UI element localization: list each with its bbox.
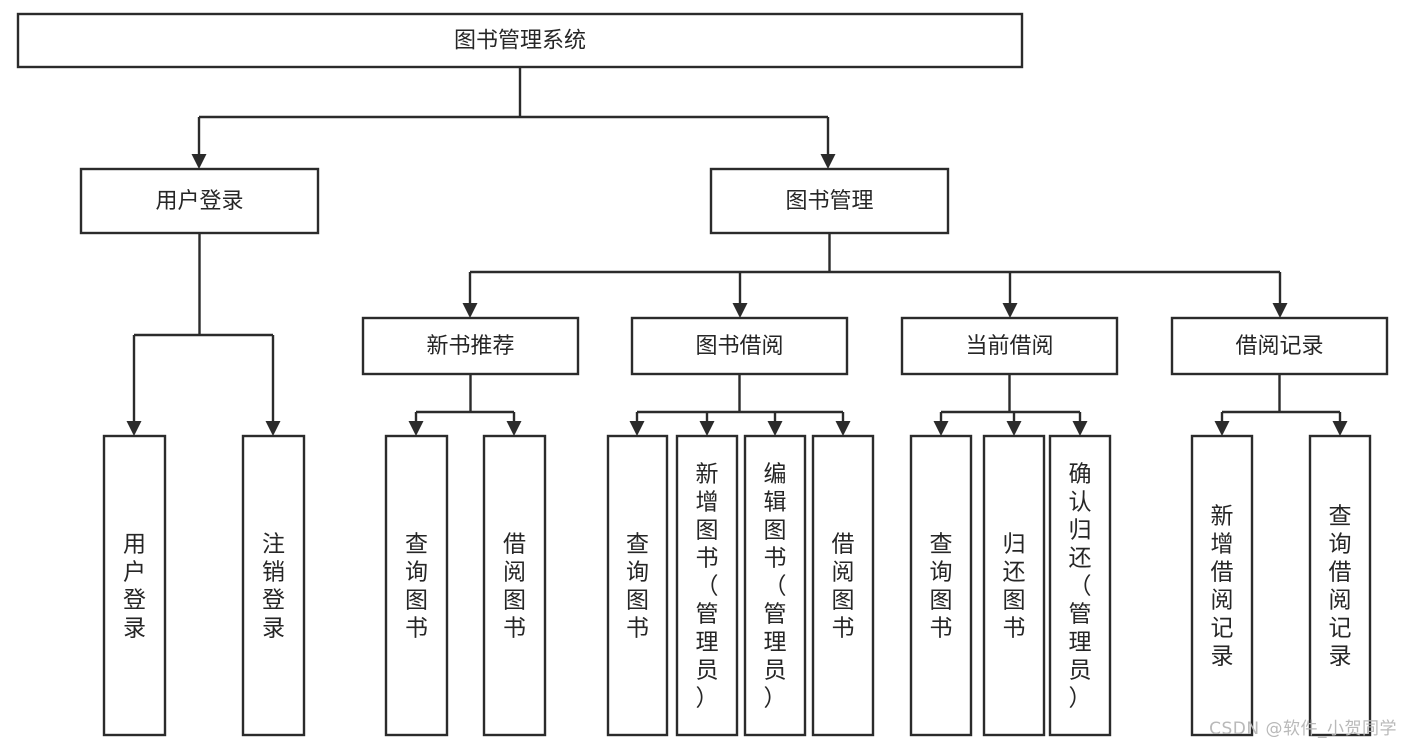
node-leaf-edit-book-rect xyxy=(743,434,807,737)
node-book-borrow-rect xyxy=(630,316,849,376)
node-borrow-record-rect xyxy=(1170,316,1389,376)
book-manage-to-current-borrow-arrowhead xyxy=(1002,303,1018,318)
current-borrow-to-leaf-1-arrowhead xyxy=(1006,421,1022,436)
node-leaf-add-record-label: 新增借阅记录 xyxy=(1211,503,1234,669)
node-leaf-query-record-rect xyxy=(1308,434,1372,737)
node-root-system[interactable]: 图书管理系统 xyxy=(16,12,1024,69)
node-new-book-recommend-rect xyxy=(361,316,580,376)
node-leaf-add-record[interactable]: 新增借阅记录 xyxy=(1190,434,1254,737)
new-book-recommend-to-leaf-0-arrowhead xyxy=(408,421,424,436)
book-manage-to-book-borrow-arrowhead xyxy=(732,303,748,318)
borrow-record-to-leaf-0-arrowhead xyxy=(1214,421,1230,436)
node-leaf-query-book-2-rect xyxy=(606,434,669,737)
book-borrow-to-leaf-0-arrowhead xyxy=(629,421,645,436)
book-borrow-to-leaf-2-arrowhead xyxy=(767,421,783,436)
root-to-book-manage-arrowhead xyxy=(820,154,836,169)
node-leaf-return-book[interactable]: 归还图书 xyxy=(982,434,1046,737)
node-leaf-borrow-book-2[interactable]: 借阅图书 xyxy=(811,434,875,737)
node-leaf-user-login-label: 用户登录 xyxy=(123,531,146,641)
node-layer: 图书管理系统用户登录图书管理新书推荐图书借阅当前借阅借阅记录用户登录注销登录查询… xyxy=(16,12,1389,737)
new-book-recommend-to-leaf-1-arrowhead xyxy=(506,421,522,436)
node-leaf-return-book-rect xyxy=(982,434,1046,737)
node-leaf-borrow-book-2-label: 借阅图书 xyxy=(832,531,855,641)
node-leaf-query-book-1-rect xyxy=(384,434,449,737)
node-book-manage-label: 图书管理 xyxy=(785,189,873,214)
node-leaf-query-record[interactable]: 查询借阅记录 xyxy=(1308,434,1372,737)
node-leaf-user-logout-rect xyxy=(241,434,306,737)
current-borrow-to-leaf-2-arrowhead xyxy=(1072,421,1088,436)
node-leaf-query-book-2-label: 查询图书 xyxy=(626,531,649,641)
node-borrow-record[interactable]: 借阅记录 xyxy=(1170,316,1389,376)
borrow-record-to-leaf-1-arrowhead xyxy=(1332,421,1348,436)
node-leaf-add-record-rect xyxy=(1190,434,1254,737)
node-leaf-query-record-label: 查询借阅记录 xyxy=(1329,503,1352,669)
book-borrow-to-leaf-1-arrowhead xyxy=(699,421,715,436)
user-login-to-leaf-1-arrowhead xyxy=(265,421,281,436)
node-leaf-query-book-3[interactable]: 查询图书 xyxy=(909,434,973,737)
node-leaf-query-book-3-label: 查询图书 xyxy=(930,531,953,641)
node-leaf-edit-book-label: 编辑图书（管理员） xyxy=(764,461,787,711)
node-leaf-query-book-3-rect xyxy=(909,434,973,737)
node-leaf-borrow-book-1[interactable]: 借阅图书 xyxy=(482,434,547,737)
book-manage-to-new-book-recommend-arrowhead xyxy=(462,303,478,318)
node-new-book-recommend-label: 新书推荐 xyxy=(426,334,514,359)
node-leaf-query-book-2[interactable]: 查询图书 xyxy=(606,434,669,737)
node-leaf-add-book[interactable]: 新增图书（管理员） xyxy=(675,434,739,737)
node-leaf-query-book-1-label: 查询图书 xyxy=(405,531,428,641)
node-leaf-user-login[interactable]: 用户登录 xyxy=(102,434,167,737)
node-leaf-confirm-return[interactable]: 确认归还（管理员） xyxy=(1048,434,1112,737)
node-leaf-user-logout-label: 注销登录 xyxy=(262,531,285,641)
node-leaf-borrow-book-2-rect xyxy=(811,434,875,737)
book-borrow-to-leaf-3-arrowhead xyxy=(835,421,851,436)
node-user-login-rect xyxy=(79,167,320,235)
node-leaf-edit-book[interactable]: 编辑图书（管理员） xyxy=(743,434,807,737)
user-login-to-leaf-0-arrowhead xyxy=(126,421,142,436)
node-current-borrow-rect xyxy=(900,316,1119,376)
node-leaf-borrow-book-1-label: 借阅图书 xyxy=(503,531,526,641)
node-leaf-add-book-rect xyxy=(675,434,739,737)
node-leaf-query-book-1[interactable]: 查询图书 xyxy=(384,434,449,737)
node-borrow-record-label: 借阅记录 xyxy=(1235,334,1323,359)
node-user-login-label: 用户登录 xyxy=(155,189,243,214)
node-book-manage[interactable]: 图书管理 xyxy=(709,167,950,235)
node-leaf-user-login-rect xyxy=(102,434,167,737)
node-leaf-confirm-return-rect xyxy=(1048,434,1112,737)
node-current-borrow-label: 当前借阅 xyxy=(965,334,1053,359)
connector-layer xyxy=(126,67,1348,436)
node-current-borrow[interactable]: 当前借阅 xyxy=(900,316,1119,376)
node-book-borrow[interactable]: 图书借阅 xyxy=(630,316,849,376)
root-to-user-login-arrowhead xyxy=(191,154,207,169)
node-user-login[interactable]: 用户登录 xyxy=(79,167,320,235)
node-book-borrow-label: 图书借阅 xyxy=(695,334,783,359)
node-leaf-user-logout[interactable]: 注销登录 xyxy=(241,434,306,737)
node-book-manage-rect xyxy=(709,167,950,235)
node-leaf-return-book-label: 归还图书 xyxy=(1003,531,1026,641)
node-new-book-recommend[interactable]: 新书推荐 xyxy=(361,316,580,376)
node-root-system-label: 图书管理系统 xyxy=(454,29,586,54)
node-leaf-add-book-label: 新增图书（管理员） xyxy=(696,461,719,711)
node-root-system-rect xyxy=(16,12,1024,69)
book-manage-to-borrow-record-arrowhead xyxy=(1272,303,1288,318)
node-leaf-borrow-book-1-rect xyxy=(482,434,547,737)
node-leaf-confirm-return-label: 确认归还（管理员） xyxy=(1069,461,1092,711)
current-borrow-to-leaf-0-arrowhead xyxy=(933,421,949,436)
